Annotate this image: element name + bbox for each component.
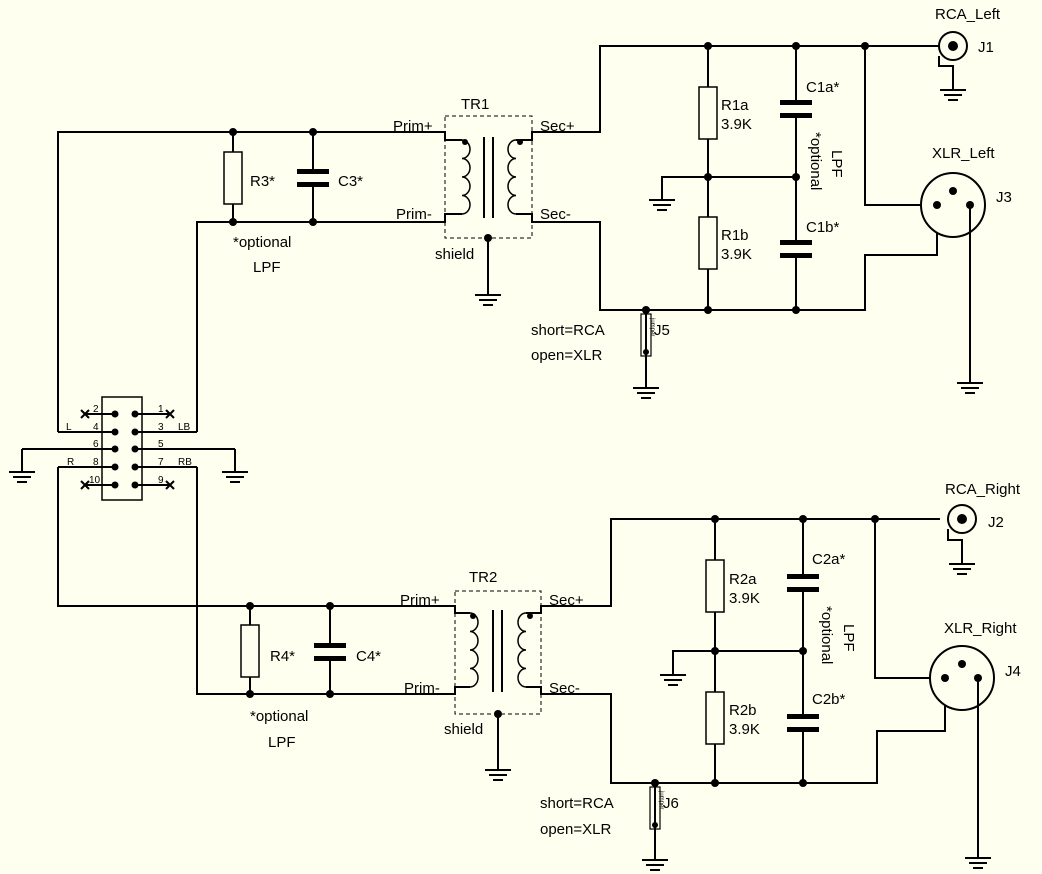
j6-open-note: open=XLR: [540, 821, 611, 838]
signal-l-label: L: [66, 422, 72, 433]
j6-short-note: short=RCA: [540, 795, 614, 812]
optional-note-r4: *optional: [250, 708, 308, 725]
tr2-shield: shield: [444, 721, 483, 738]
j6-name: J6: [663, 795, 679, 812]
r3-label: R3*: [250, 173, 275, 190]
j2-name: J2: [988, 514, 1004, 531]
capacitor-c3: [297, 169, 329, 174]
j5-name: J5: [654, 322, 670, 339]
c4-label: C4*: [356, 648, 381, 665]
capacitor-c4: [314, 643, 346, 648]
xlr-connector-j3: [920, 172, 986, 238]
resistor-r2b: [705, 691, 725, 745]
j3-label: XLR_Left: [932, 145, 995, 162]
r2a-name: R2a: [729, 571, 757, 588]
r1b-name: R1b: [721, 227, 749, 244]
r1a-value: 3.9K: [721, 116, 752, 133]
transformer-tr2: [454, 590, 542, 715]
tr2-prim-plus: Prim+: [400, 592, 440, 609]
j5-open-note: open=XLR: [531, 347, 602, 364]
pin-3: 3: [158, 422, 164, 433]
capacitor-c2b: [787, 714, 819, 719]
tr2-sec-minus: Sec-: [549, 680, 580, 697]
pin-9: 9: [158, 475, 164, 486]
xlr-connector-j4: [929, 645, 995, 711]
tr1-sec-minus: Sec-: [540, 206, 571, 223]
c3-label: C3*: [338, 173, 363, 190]
j2-label: RCA_Right: [945, 481, 1021, 498]
tr1-prim-minus: Prim-: [396, 206, 432, 223]
pin-10: 10: [89, 475, 101, 486]
lpf-note-c1: LPF: [828, 150, 845, 178]
tr1-prim-plus: Prim+: [393, 118, 433, 135]
right-channel: R4* C4* *optional LPF TR2 Prim+ Prim- Se…: [57, 467, 1021, 871]
c1b-label: C1b*: [806, 219, 840, 236]
signal-lb-label: LB: [178, 422, 191, 433]
signal-r-label: R: [67, 457, 74, 468]
c2b-label: C2b*: [812, 691, 846, 708]
resistor-r1b: [698, 216, 718, 270]
j6-tag: jumper: [658, 790, 664, 809]
j4-name: J4: [1005, 663, 1021, 680]
pin-8: 8: [93, 457, 99, 468]
capacitor-c1a: [780, 100, 812, 105]
transformer-tr1: [444, 115, 533, 239]
r2b-name: R2b: [729, 702, 757, 719]
pin-4: 4: [93, 422, 99, 433]
tr2-sec-plus: Sec+: [549, 592, 584, 609]
optional-note-c2: *optional: [818, 606, 835, 664]
r4-label: R4*: [270, 648, 295, 665]
lpf-note-c2: LPF: [840, 624, 857, 652]
tr1-name: TR1: [461, 96, 489, 113]
r2b-value: 3.9K: [729, 721, 760, 738]
r1a-name: R1a: [721, 97, 749, 114]
pin-7: 7: [158, 457, 164, 468]
resistor-r4: [240, 624, 260, 678]
left-channel: R3* C3* *optional LPF TR1 Prim+ Prim- Se…: [57, 6, 1012, 432]
tr2-name: TR2: [469, 569, 497, 586]
j4-label: XLR_Right: [944, 620, 1017, 637]
tr2-prim-minus: Prim-: [404, 680, 440, 697]
resistor-r3: [223, 151, 243, 205]
j1-name: J1: [978, 39, 994, 56]
tr1-sec-plus: Sec+: [540, 118, 575, 135]
optional-note-c1: *optional: [807, 132, 824, 190]
c2a-label: C2a*: [812, 551, 846, 568]
optional-note-r3: *optional: [233, 234, 291, 251]
capacitor-c2a: [787, 574, 819, 579]
pin-5: 5: [158, 439, 164, 450]
r1b-value: 3.9K: [721, 246, 752, 263]
pin-6: 6: [93, 439, 99, 450]
j3-name: J3: [996, 189, 1012, 206]
header-connector: 2 1 4 3 6 5 8 7 10 9 L LB R RB: [8, 396, 249, 501]
j5-short-note: short=RCA: [531, 322, 605, 339]
c1a-label: C1a*: [806, 79, 840, 96]
capacitor-c1b: [780, 240, 812, 245]
tr1-shield: shield: [435, 246, 474, 263]
resistor-r1a: [698, 86, 718, 140]
pin-2: 2: [93, 404, 99, 415]
pin-1: 1: [158, 404, 164, 415]
resistor-r2a: [705, 559, 725, 613]
lpf-note-r3: LPF: [253, 259, 281, 276]
j1-label: RCA_Left: [935, 6, 1001, 23]
j5-tag: jumper: [649, 317, 655, 336]
lpf-note-r4: LPF: [268, 734, 296, 751]
signal-rb-label: RB: [178, 457, 192, 468]
r2a-value: 3.9K: [729, 590, 760, 607]
